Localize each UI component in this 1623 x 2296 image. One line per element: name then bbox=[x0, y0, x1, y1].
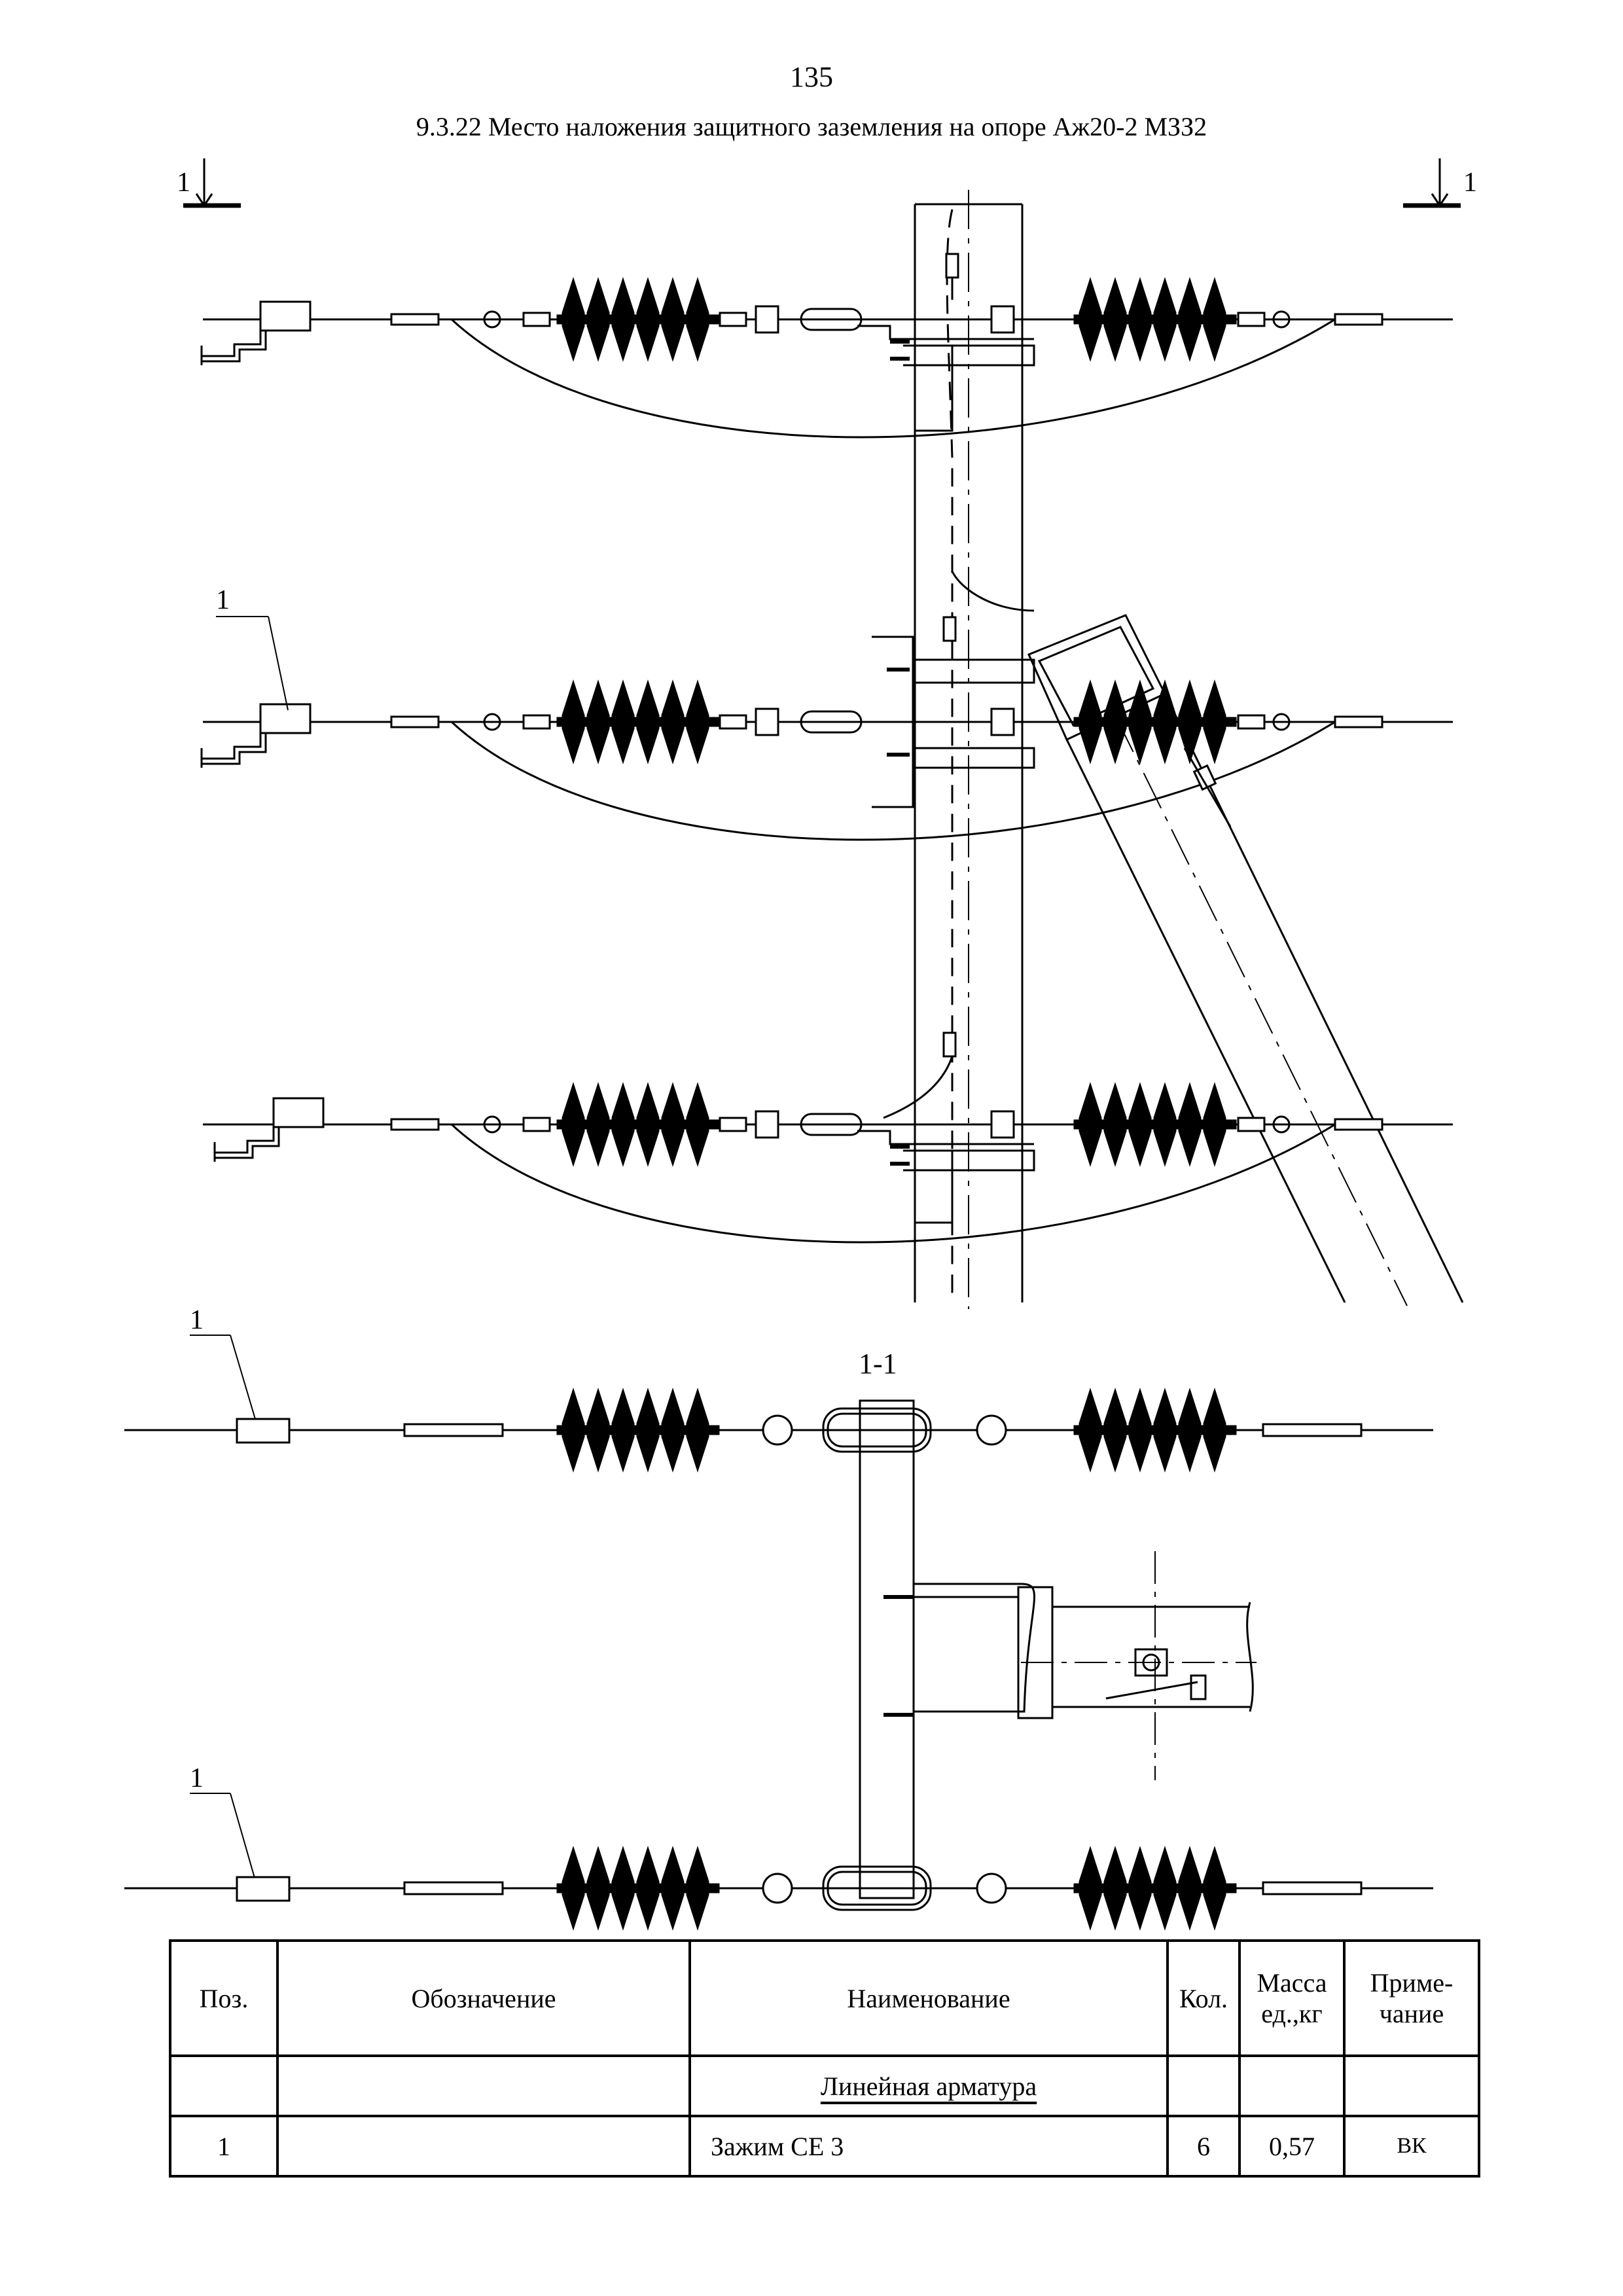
header-note: Приме-чание bbox=[1343, 1939, 1480, 2057]
table-header-row: Поз. Обозначение Наименование Кол. Масса… bbox=[169, 1939, 1480, 2057]
header-designation: Обозначение bbox=[276, 1939, 691, 2057]
cell-mass bbox=[1238, 2054, 1346, 2117]
cell-mass: 0,57 bbox=[1238, 2115, 1346, 2178]
crossarm-top bbox=[203, 253, 1453, 439]
plan-view bbox=[124, 1390, 1433, 1929]
table-row: 1 Зажим CE 3 6 0,57 ВК bbox=[169, 2115, 1480, 2178]
page-number: 135 bbox=[790, 61, 833, 93]
cell-designation bbox=[276, 2115, 691, 2178]
crossarm-bottom bbox=[203, 1031, 1453, 1244]
cell-note: ВК bbox=[1343, 2115, 1480, 2178]
group-title: Линейная арматура bbox=[820, 2071, 1037, 2101]
cell-note bbox=[1343, 2054, 1480, 2117]
section-label-left: 1 bbox=[177, 168, 190, 198]
header-qty: Кол. bbox=[1166, 1939, 1241, 2057]
specification-table: Поз. Обозначение Наименование Кол. Масса… bbox=[169, 1939, 1480, 2178]
callout-label-2: 1 bbox=[190, 1305, 204, 1335]
callout-label-1: 1 bbox=[216, 585, 230, 615]
header-pos: Поз. bbox=[169, 1939, 279, 2057]
callout-label-3: 1 bbox=[190, 1763, 204, 1793]
cell-qty: 6 bbox=[1166, 2115, 1241, 2178]
page-title: 9.3.22 Место наложения защитного заземле… bbox=[416, 112, 1207, 141]
cell-designation bbox=[276, 2054, 691, 2117]
cell-qty bbox=[1166, 2054, 1241, 2117]
cell-name: Линейная арматура bbox=[688, 2054, 1169, 2117]
callout-plan-top: 1 bbox=[190, 1305, 259, 1431]
front-view bbox=[200, 190, 1464, 1309]
cell-name: Зажим CE 3 bbox=[688, 2115, 1169, 2178]
table-row: Линейная арматура bbox=[169, 2054, 1480, 2117]
header-mass: Масса ед.,кг bbox=[1238, 1939, 1346, 2057]
section-view-title: 1-1 bbox=[859, 1348, 897, 1380]
callout-middle-left: 1 bbox=[216, 585, 289, 711]
crossarm-middle bbox=[203, 571, 1453, 841]
header-name: Наименование bbox=[688, 1939, 1169, 2057]
section-mark-left: 1 bbox=[177, 158, 241, 208]
section-mark-right: 1 bbox=[1403, 158, 1477, 208]
cell-pos: 1 bbox=[169, 2115, 279, 2178]
cell-pos bbox=[169, 2054, 279, 2117]
section-label-right: 1 bbox=[1463, 168, 1477, 198]
pole bbox=[914, 190, 1024, 1309]
callout-plan-bottom: 1 bbox=[190, 1763, 259, 1892]
